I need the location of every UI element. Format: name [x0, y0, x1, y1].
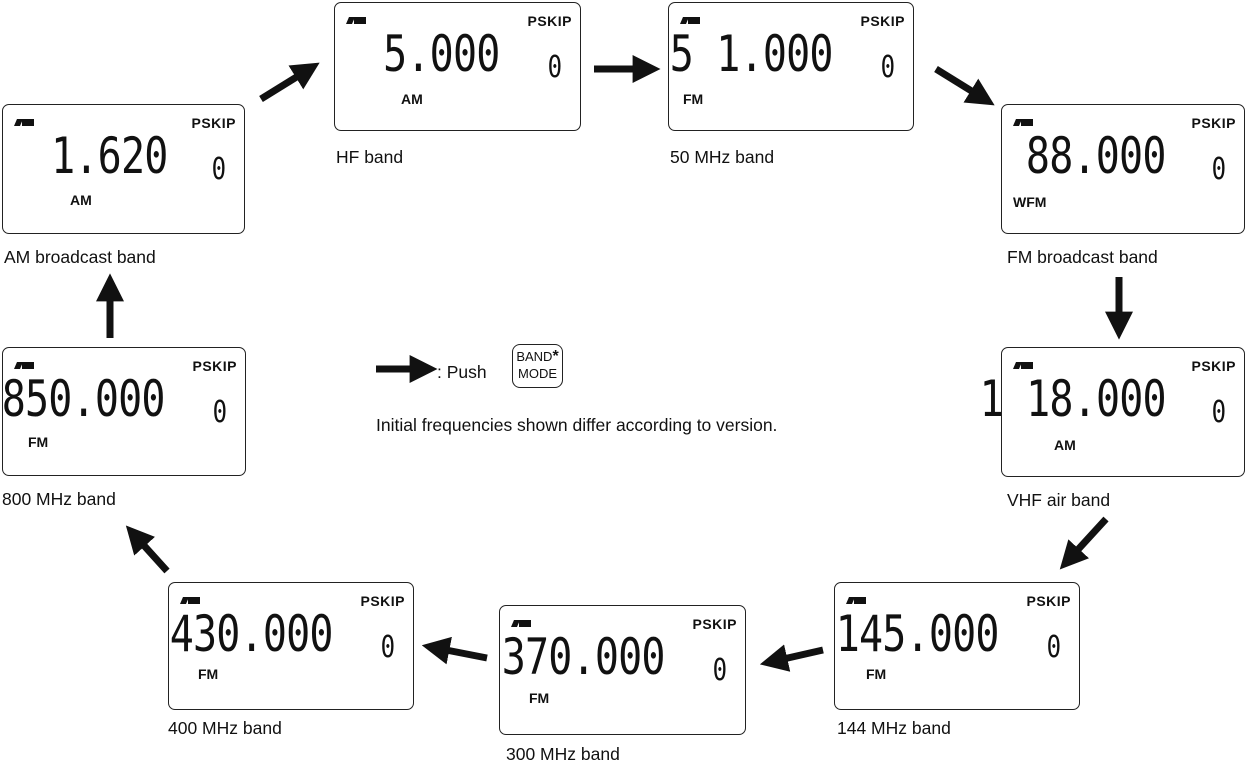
- arrow-300-to-400: [421, 636, 488, 665]
- memory-channel: 0: [380, 630, 395, 665]
- memory-channel: 0: [211, 152, 226, 187]
- caption-400mhz: 400 MHz band: [168, 718, 282, 738]
- caption-fm-broadcast: FM broadcast band: [1007, 247, 1158, 267]
- frequency-readout: 145.000: [836, 605, 1000, 663]
- mode-indicator: AM: [70, 192, 92, 208]
- frequency-readout: 850.000: [2, 370, 166, 428]
- mode-indicator: AM: [1054, 437, 1076, 453]
- battery-icon: [346, 17, 366, 24]
- key-band-label: BAND: [516, 349, 553, 364]
- mode-indicator: FM: [683, 91, 704, 107]
- battery-icon: [1013, 119, 1033, 126]
- memory-channel: 0: [212, 395, 227, 430]
- key-mode-label: MODE: [518, 366, 557, 381]
- lcd-display-hf: PSKIP 5.000 0 AM: [334, 2, 581, 131]
- caption-am-broadcast: AM broadcast band: [4, 247, 156, 267]
- arrow-am-to-hf: [259, 62, 320, 102]
- mode-indicator: AM: [401, 91, 423, 107]
- lcd-display-800mhz: PSKIP 850.000 0 FM: [2, 347, 246, 476]
- memory-channel: 0: [1211, 152, 1226, 187]
- mode-indicator: WFM: [1013, 194, 1047, 210]
- frequency-readout: 5.000: [383, 25, 501, 83]
- legend-push-label: : Push: [437, 362, 487, 382]
- caption-vhf-air: VHF air band: [1007, 490, 1111, 510]
- lcd-display-50mhz: PSKIP 5 1.000 0 FM: [668, 2, 914, 131]
- memory-channel: 0: [1046, 630, 1061, 665]
- caption-50mhz: 50 MHz band: [670, 147, 775, 167]
- frequency-readout: 5 1.000: [670, 25, 834, 83]
- frequency-readout: 430.000: [170, 605, 334, 663]
- memory-channel: 0: [880, 50, 895, 85]
- battery-icon: [680, 17, 700, 24]
- battery-icon: [14, 119, 34, 126]
- pskip-indicator: PSKIP: [360, 593, 405, 609]
- arrow-144-to-300: [759, 644, 824, 672]
- arrow-50-to-fm: [934, 66, 995, 106]
- battery-icon: [846, 597, 866, 604]
- memory-channel: 0: [1211, 395, 1226, 430]
- pskip-indicator: PSKIP: [192, 358, 237, 374]
- memory-channel: 0: [712, 653, 727, 688]
- memory-channel: 0: [547, 50, 562, 85]
- arrow-400-to-800: [125, 525, 170, 574]
- battery-icon: [180, 597, 200, 604]
- pskip-indicator: PSKIP: [527, 13, 572, 29]
- battery-icon: [1013, 362, 1033, 369]
- lcd-display-400mhz: PSKIP 430.000 0 FM: [168, 582, 414, 710]
- frequency-readout: 1 18.000: [979, 370, 1167, 428]
- frequency-readout: 1.620: [51, 127, 169, 185]
- frequency-readout: 370.000: [502, 628, 666, 686]
- pskip-indicator: PSKIP: [860, 13, 905, 29]
- mode-indicator: FM: [866, 666, 887, 682]
- band-mode-key: BAND* MODE: [512, 344, 563, 388]
- lcd-display-144mhz: PSKIP 145.000 0 FM: [834, 582, 1080, 710]
- lcd-display-fm-broadcast: PSKIP 88.000 0 WFM: [1001, 104, 1245, 234]
- arrow-vhf-to-144: [1059, 516, 1109, 570]
- frequency-readout: 88.000: [1026, 127, 1166, 185]
- pskip-indicator: PSKIP: [1191, 358, 1236, 374]
- lcd-display-300mhz: PSKIP 370.000 0 FM: [499, 605, 746, 735]
- mode-indicator: FM: [529, 690, 550, 706]
- caption-144mhz: 144 MHz band: [837, 718, 951, 738]
- caption-hf: HF band: [336, 147, 404, 167]
- key-star: *: [552, 348, 559, 365]
- pskip-indicator: PSKIP: [191, 115, 236, 131]
- lcd-display-am-broadcast: PSKIP 1.620 0 AM: [2, 104, 245, 234]
- pskip-indicator: PSKIP: [1026, 593, 1071, 609]
- version-note: Initial frequencies shown differ accordi…: [376, 415, 778, 435]
- battery-icon: [14, 362, 34, 369]
- mode-indicator: FM: [198, 666, 219, 682]
- caption-300mhz: 300 MHz band: [506, 744, 620, 764]
- pskip-indicator: PSKIP: [1191, 115, 1236, 131]
- lcd-display-vhf-air: PSKIP 1 18.000 0 AM: [980, 347, 1245, 477]
- caption-800mhz: 800 MHz band: [2, 489, 116, 509]
- battery-icon: [511, 620, 531, 627]
- pskip-indicator: PSKIP: [692, 616, 737, 632]
- mode-indicator: FM: [28, 434, 49, 450]
